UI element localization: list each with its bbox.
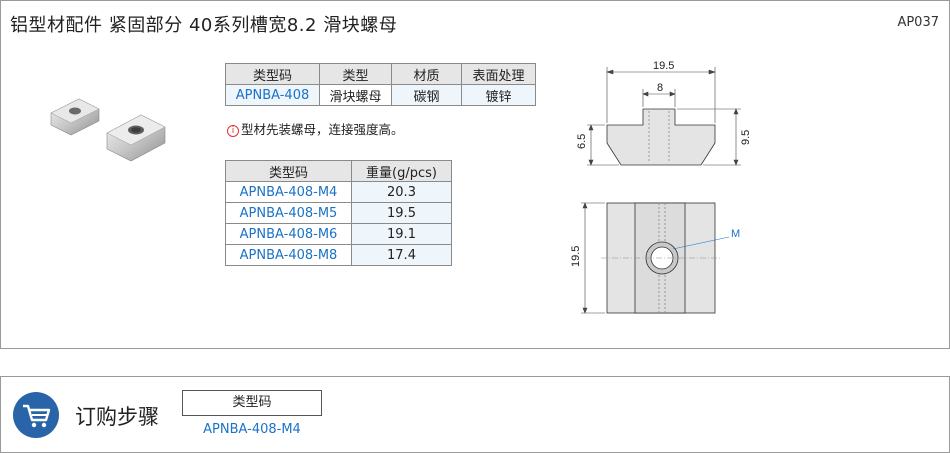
weight-value: 19.5 [351,202,452,224]
dim-base-label: 6.5 [576,134,588,149]
table-row: APNBA-408-M6 19.1 [225,223,452,245]
thread-label: M [731,228,740,240]
weight-value: 20.3 [351,181,452,203]
dim-width-label: 19.5 [653,60,674,72]
weight-type-code[interactable]: APNBA-408-M6 [225,223,352,245]
table-row: APNBA-408-M4 20.3 [225,181,452,203]
spec-table: 类型码 类型 材质 表面处理 APNBA-408 滑块螺母 碳钢 镀锌 [225,63,536,106]
weight-col-type-code: 类型码 [225,160,352,182]
weight-table: 类型码 重量(g/pcs) APNBA-408-M4 20.3 APNBA-40… [225,160,452,266]
spec-col-type: 类型 [319,63,392,85]
weight-value: 17.4 [351,244,452,266]
nut-large [106,114,166,162]
spec-col-material: 材质 [391,63,462,85]
dim-slot-label: 8 [657,82,663,94]
nut-small [50,98,100,136]
note-text: 型材先装螺母，连接强度高。 [241,122,404,137]
spec-type-code[interactable]: APNBA-408 [225,84,320,106]
info-icon: i [227,125,239,137]
spec-material: 碳钢 [391,84,462,106]
product-code: AP037 [897,15,939,30]
table-row: APNBA-408-M8 17.4 [225,244,452,266]
spec-type: 滑块螺母 [319,84,392,106]
dim-width [606,67,716,123]
weight-type-code[interactable]: APNBA-408-M4 [225,181,352,203]
order-steps-panel: 订购步骤 类型码 APNBA-408-M4 [0,376,950,453]
table-row: APNBA-408-M5 19.5 [225,202,452,224]
dim-base [587,124,619,166]
order-part-number[interactable]: APNBA-408-M4 [203,422,301,437]
spec-col-type-code: 类型码 [225,63,320,85]
dim-length [581,202,605,314]
product-panel: 铝型材配件 紧固部分 40系列槽宽8.2 滑块螺母 AP037 类型码 类型 [0,0,950,349]
weight-col-weight: 重量(g/pcs) [351,160,452,182]
dim-length-label: 19.5 [570,246,582,267]
front-view [606,108,716,166]
order-type-code-box: 类型码 [182,390,322,416]
weight-value: 19.1 [351,223,452,245]
cart-icon [23,404,51,428]
weight-type-code[interactable]: APNBA-408-M5 [225,202,352,224]
spec-header-row: 类型码 类型 材质 表面处理 [225,63,536,85]
dim-height [677,108,741,166]
table-row: APNBA-408 滑块螺母 碳钢 镀锌 [225,84,536,106]
order-steps-title: 订购步骤 [75,405,159,429]
dim-height-label: 9.5 [740,130,752,145]
cart-badge [13,392,59,438]
page-title: 铝型材配件 紧固部分 40系列槽宽8.2 滑块螺母 [10,15,398,36]
weight-type-code[interactable]: APNBA-408-M8 [225,244,352,266]
product-photo [50,98,166,162]
weight-header-row: 类型码 重量(g/pcs) [225,160,452,182]
dim-slot [642,89,676,107]
spec-finish: 镀锌 [461,84,536,106]
technical-drawing: 19.5 8 6.5 9.5 [570,60,752,314]
thread-leader [672,236,730,250]
top-view [601,202,721,314]
spec-col-finish: 表面处理 [461,63,536,85]
